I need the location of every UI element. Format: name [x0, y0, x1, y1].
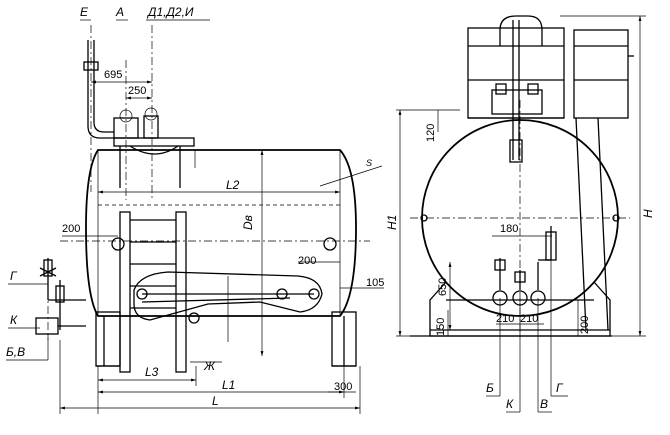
nozzle-left: [111, 237, 125, 251]
dim-200-mid: 200: [298, 255, 316, 267]
dim-h: H: [641, 209, 655, 218]
dim-120: 120: [425, 124, 437, 142]
dim-l1: L1: [222, 378, 235, 392]
dim-210-a: 210: [496, 313, 514, 325]
callout-k: К: [10, 313, 18, 327]
callout-a: А: [115, 5, 124, 19]
end-callout-g: Г: [556, 381, 564, 395]
end-callout-k: К: [506, 397, 514, 411]
callout-bv: Б,В: [6, 345, 25, 359]
callout-g: Г: [10, 269, 18, 283]
dim-200-left: 200: [62, 223, 80, 235]
callout-d: Д1,Д2,И: [146, 5, 194, 19]
ladder-leg-b: [597, 117, 609, 331]
dim-210-b: 210: [520, 313, 538, 325]
side-lug-left: [420, 214, 428, 222]
side-lug-right: [612, 214, 620, 222]
dim-695: 695: [104, 69, 122, 81]
bottom-valves: [492, 226, 557, 306]
dim-650: 650: [437, 278, 449, 296]
side-view: 695 250 L2 S Dв 200 200 105 L3 L1 300 L: [6, 5, 384, 414]
end-view: 120 180 650 150 210 210 200 H1 H Б К В: [385, 15, 655, 413]
dim-150: 150: [435, 318, 447, 336]
outlet-valves: [35, 258, 86, 340]
platform-railing: [467, 15, 634, 163]
dim-300: 300: [334, 381, 352, 393]
vent-pipe: [83, 25, 114, 192]
end-callout-v: В: [540, 397, 548, 411]
dim-dv: Dв: [241, 215, 255, 230]
saddle-supports: [95, 311, 357, 367]
dim-180: 180: [500, 223, 518, 235]
ladder: [119, 211, 187, 373]
callout-zh: Ж: [203, 359, 216, 373]
dim-200-end: 200: [579, 316, 591, 334]
dim-s: S: [366, 158, 372, 168]
heater-coil: [133, 271, 323, 342]
dim-s-leader: [319, 165, 383, 187]
manhole-assembly: [113, 25, 195, 200]
nozzle-right: [323, 237, 337, 251]
dim-h1: H1: [385, 215, 399, 230]
tank-shell: [85, 149, 357, 317]
callout-e: Е: [80, 5, 89, 19]
dim-105: 105: [366, 277, 384, 289]
ladder-leg-a: [575, 117, 587, 331]
dim-l3: L3: [145, 365, 159, 379]
end-callout-b: Б: [486, 381, 494, 395]
dim-l2: L2: [226, 178, 240, 192]
dim-250: 250: [128, 85, 146, 97]
dim-l: L: [212, 394, 219, 408]
